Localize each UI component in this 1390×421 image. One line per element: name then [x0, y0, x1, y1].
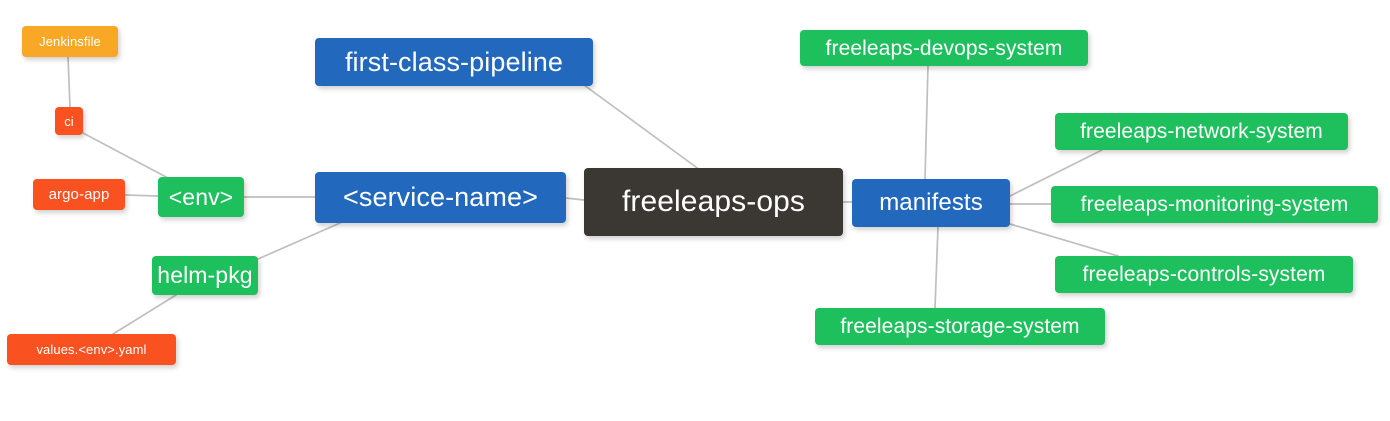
edge-jenkinsfile-to-ci	[67, 56, 71, 108]
edge-manifests-to-freeleaps-controls-system	[1009, 223, 1119, 257]
mindmap-node-helm-pkg[interactable]: helm-pkg	[152, 256, 258, 295]
mindmap-node-label: Jenkinsfile	[39, 34, 101, 49]
mindmap-node-label: freeleaps-controls-system	[1082, 263, 1326, 286]
edge-service-name-to-freeleaps-ops	[565, 197, 585, 201]
mindmap-node-first-class-pipeline[interactable]: first-class-pipeline	[315, 38, 593, 86]
edge-manifests-to-freeleaps-storage-system	[934, 226, 939, 309]
mindmap-node-freeleaps-network-system[interactable]: freeleaps-network-system	[1055, 113, 1348, 150]
mindmap-node-values-env-yaml[interactable]: values.<env>.yaml	[7, 334, 176, 365]
mindmap-node-env[interactable]: <env>	[158, 177, 244, 217]
mindmap-node-freeleaps-monitoring-system[interactable]: freeleaps-monitoring-system	[1051, 186, 1378, 223]
mindmap-node-label: values.<env>.yaml	[36, 342, 147, 357]
mindmap-node-label: freeleaps-devops-system	[825, 36, 1063, 60]
edge-service-name-to-helm-pkg	[257, 222, 341, 260]
mindmap-node-label: <env>	[168, 183, 234, 210]
mindmap-node-label: freeleaps-storage-system	[840, 315, 1080, 338]
mindmap-node-label: freeleaps-network-system	[1080, 120, 1323, 143]
edge-argo-app-to-env	[124, 194, 159, 197]
mindmap-node-ci[interactable]: ci	[55, 107, 83, 135]
mindmap-node-label: freeleaps-ops	[621, 185, 806, 218]
edge-first-class-pipeline-to-freeleaps-ops	[583, 84, 701, 171]
edge-helm-pkg-to-values-env-yaml	[112, 294, 177, 335]
mindmap-node-jenkinsfile[interactable]: Jenkinsfile	[22, 26, 118, 57]
edge-manifests-to-freeleaps-devops-system	[924, 65, 929, 180]
mindmap-node-manifests[interactable]: manifests	[852, 179, 1010, 227]
mindmap-node-label: argo-app	[48, 186, 110, 203]
mindmap-node-argo-app[interactable]: argo-app	[33, 179, 125, 210]
edge-ci-to-env	[82, 132, 169, 179]
mindmap-node-freeleaps-ops[interactable]: freeleaps-ops	[584, 168, 843, 236]
mindmap-node-label: helm-pkg	[157, 262, 253, 288]
mindmap-node-freeleaps-controls-system[interactable]: freeleaps-controls-system	[1055, 256, 1353, 293]
mindmap-node-service-name[interactable]: <service-name>	[315, 172, 566, 223]
mindmap-node-freeleaps-devops-system[interactable]: freeleaps-devops-system	[800, 30, 1088, 66]
mindmap-node-label: freeleaps-monitoring-system	[1080, 193, 1349, 216]
mindmap-node-label: manifests	[879, 189, 983, 216]
mindmap-node-freeleaps-storage-system[interactable]: freeleaps-storage-system	[815, 308, 1105, 345]
mindmap-node-label: ci	[64, 113, 74, 129]
mindmap-node-label: <service-name>	[343, 182, 538, 212]
mindmap-node-label: first-class-pipeline	[344, 46, 564, 77]
